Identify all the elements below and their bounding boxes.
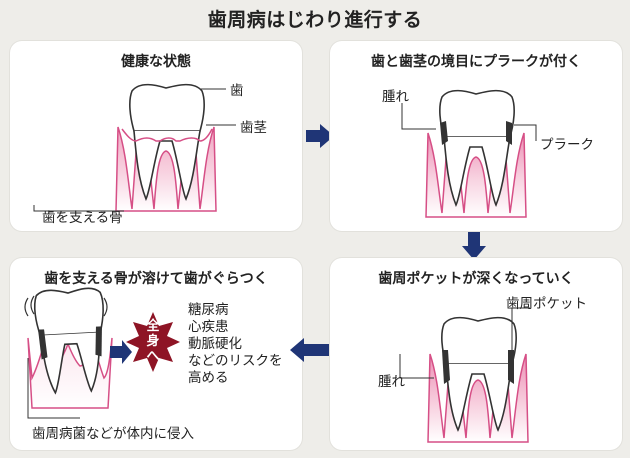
panel-pocket: 歯周ポケットが深くなっていく 歯周ポケット 腫れ [330,258,622,450]
label-plaque: プラーク [540,137,594,153]
tooth-roots [445,363,513,432]
risk-etc: などのリスクを [188,353,283,369]
plaque-tooth-illustration [401,89,537,218]
leader-plaque [514,124,537,141]
healthy-tooth-illustration [33,83,236,212]
tooth-crown [129,83,205,132]
plaque-mark-right [95,326,102,357]
panel-plaque: 歯と歯茎の境目にプラークが付く 腫れ プラーク [330,41,622,231]
arrow-right-icon [306,124,334,148]
leader-swelling [401,103,436,130]
leader-swelling [399,354,434,379]
label-swelling: 腫れ [378,374,405,390]
plaque-mark-right [506,121,512,145]
plaque-mark-left [440,121,448,145]
tooth-crown [33,287,104,337]
arrow-to-badge-icon [110,340,132,364]
pocket-tooth-illustration [399,307,530,443]
gum-shape [115,126,217,212]
leader-invade [27,358,80,419]
leader-bone [33,205,124,212]
gum-shape [425,132,527,218]
risk-arterio: 動脈硬化 [188,336,242,352]
tooth-roots [133,130,201,201]
wobble-left-icon [24,295,35,317]
loose-tooth-illustration [24,287,180,419]
panel-pocket-title: 歯周ポケットが深くなっていく [378,271,574,287]
arrow-down-icon [462,232,486,260]
risk-list: 糖尿病 心疾患 動脈硬化 などのリスクを 高める [188,302,283,387]
tooth-crown [439,89,515,138]
label-gum: 歯茎 [240,120,267,136]
panel-loose: 歯を支える骨が溶けて歯がぐらつく [10,258,302,450]
badge-starburst [126,312,180,372]
page-title: 歯周病はじわり進行する [207,9,423,31]
risk-heart: 心疾患 [188,319,229,335]
panel-healthy: 健康な状態 歯 歯茎 歯を支える骨 [10,41,302,231]
label-pocket: 歯周ポケット [506,296,587,312]
label-bone: 歯を支える骨 [42,210,123,226]
tooth-roots [443,136,511,207]
label-swelling: 腫れ [382,89,409,105]
arrow-left-icon [290,338,330,362]
label-tooth: 歯 [230,83,244,99]
panel-plaque-title: 歯と歯茎の境目にプラークが付く [371,54,581,70]
badge-text: 全 身 へ [146,319,160,364]
panel-loose-title: 歯を支える骨が溶けて歯がぐらつく [44,271,268,287]
label-invade: 歯周病菌などが体内に侵入 [32,426,194,442]
plaque-mark-left [38,329,48,360]
plaque-mark-right [508,350,514,384]
panel-healthy-title: 健康な状態 [121,54,191,70]
tooth-crown [441,316,517,365]
risk-diabetes: 糖尿病 [188,302,229,318]
gum-shape [427,353,529,443]
leader-pocket [511,307,530,354]
risk-raise: 高める [188,370,229,386]
tooth-roots [39,332,102,395]
plaque-mark-left [442,350,450,384]
